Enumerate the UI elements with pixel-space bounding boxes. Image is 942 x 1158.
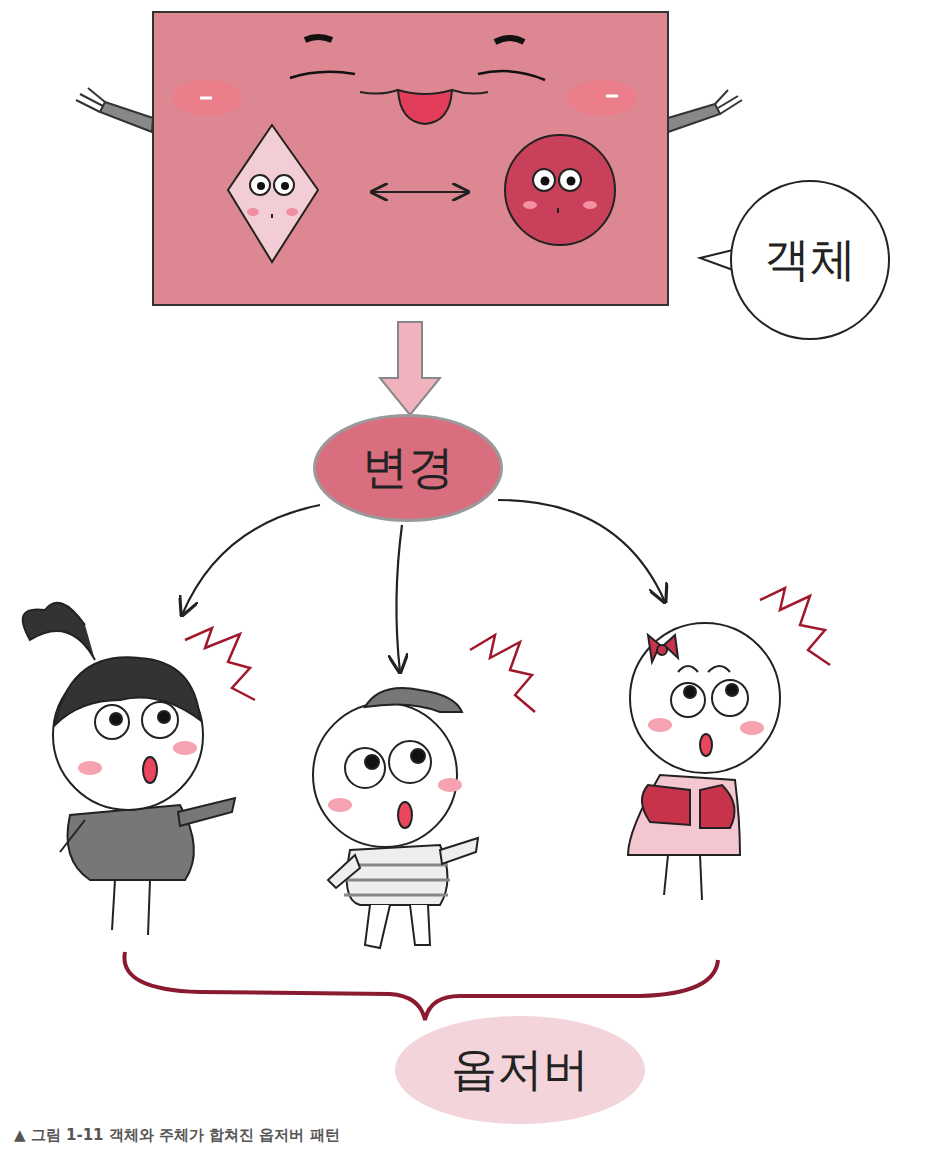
object-box — [153, 12, 668, 305]
label-ellipse: 옵저버 — [395, 1016, 645, 1124]
node-text: 옵저버 — [451, 1039, 589, 1101]
label-ellipse: 변경 — [313, 414, 503, 522]
node-text: 변경 — [362, 437, 454, 499]
group-brace — [124, 952, 718, 1020]
observer-girl-left — [23, 603, 235, 935]
figure-caption: ▲ 그림 1-11 객체와 주체가 합쳐진 옵저버 패턴 — [14, 1126, 340, 1145]
observer-girl-right — [628, 623, 780, 900]
node-text: 객체 — [764, 229, 856, 291]
notify-arrows — [182, 500, 665, 672]
observer-boy — [313, 688, 478, 948]
speech-bubble: 객체 — [730, 180, 890, 340]
bubble-pointer — [700, 250, 733, 270]
change-arrow — [380, 322, 440, 415]
